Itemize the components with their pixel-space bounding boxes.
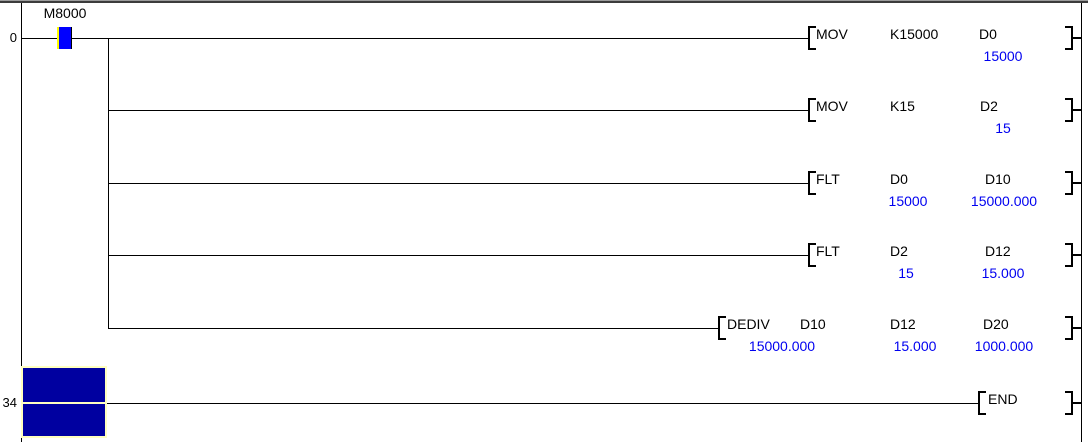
window-top-border-dark xyxy=(0,1,1088,3)
instruction-operand[interactable]: D2 xyxy=(980,98,998,114)
rung-wire xyxy=(108,110,808,111)
instruction-operand[interactable]: D12 xyxy=(890,316,916,332)
monitor-value: 15000 xyxy=(983,48,1023,64)
cursor-wire-highlight xyxy=(23,402,105,404)
instruction-cmd[interactable]: MOV xyxy=(816,26,848,42)
instruction-bracket-left xyxy=(808,243,816,267)
rung-number-0: 0 xyxy=(9,30,17,45)
monitor-value: 15 xyxy=(995,120,1011,136)
instruction-cmd[interactable]: END xyxy=(988,391,1018,407)
instruction-bracket-left xyxy=(808,26,816,50)
rail-tick xyxy=(1072,327,1081,329)
instruction-operand[interactable]: D0 xyxy=(890,171,908,187)
edit-cursor-block[interactable] xyxy=(21,366,107,438)
rail-tick xyxy=(1072,402,1081,404)
contact-cursor-edge xyxy=(57,27,59,49)
contact-m8000[interactable] xyxy=(57,27,72,49)
instruction-operand[interactable]: D10 xyxy=(985,171,1011,187)
instruction-bracket-left xyxy=(978,391,986,415)
monitor-value: 15000.000 xyxy=(970,193,1038,209)
instruction-cmd[interactable]: FLT xyxy=(816,243,840,259)
rung-wire xyxy=(108,255,808,256)
instruction-cmd[interactable]: FLT xyxy=(816,171,840,187)
rung-number-34: 34 xyxy=(2,395,17,410)
monitor-value: 15.000 xyxy=(893,338,937,354)
contact-label: M8000 xyxy=(43,5,87,21)
monitor-value: 15000 xyxy=(888,193,928,209)
monitor-value: 15.000 xyxy=(981,265,1025,281)
instruction-operand[interactable]: D20 xyxy=(983,316,1009,332)
rail-tick xyxy=(1072,109,1081,111)
instruction-bracket-left xyxy=(808,171,816,195)
rail-tick xyxy=(1072,254,1081,256)
monitor-value: 1000.000 xyxy=(974,338,1034,354)
instruction-bracket-left xyxy=(808,98,816,122)
rail-tick xyxy=(1072,182,1081,184)
rung-wire xyxy=(107,403,978,404)
contact-on-body xyxy=(59,27,72,49)
right-power-rail xyxy=(1081,3,1082,442)
instruction-operand[interactable]: D2 xyxy=(890,243,908,259)
window-top-border-light xyxy=(0,0,1088,1)
instruction-operand[interactable]: K15000 xyxy=(890,26,939,42)
instruction-cmd[interactable]: MOV xyxy=(816,98,848,114)
rung-wire xyxy=(108,328,718,329)
instruction-operand[interactable]: D0 xyxy=(979,26,997,42)
left-power-rail xyxy=(21,3,22,442)
instruction-bracket-left xyxy=(718,316,726,340)
instruction-operand[interactable]: D12 xyxy=(985,243,1011,259)
instruction-operand[interactable]: D10 xyxy=(800,316,826,332)
instruction-operand[interactable]: K15 xyxy=(890,98,915,114)
rail-tick xyxy=(1072,37,1081,39)
monitor-value: 15 xyxy=(898,265,914,281)
rung-wire xyxy=(108,183,808,184)
instruction-cmd[interactable]: DEDIV xyxy=(727,316,770,332)
monitor-value: 15000.000 xyxy=(748,338,816,354)
rung-wire xyxy=(22,38,808,39)
